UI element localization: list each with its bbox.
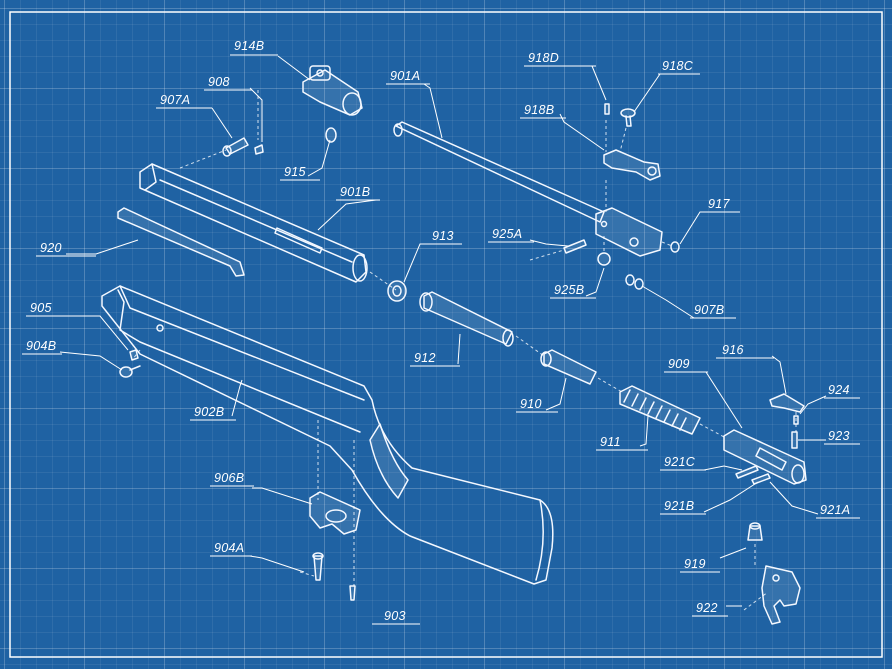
- label-914B: 914B: [234, 39, 264, 53]
- part-925A-pin: [563, 239, 587, 254]
- label-903: 903: [384, 609, 406, 623]
- label-921B: 921B: [664, 499, 694, 513]
- label-922: 922: [696, 601, 718, 615]
- frame-border: [9, 11, 883, 658]
- part-923-pin: [791, 431, 798, 449]
- label-916: 916: [722, 343, 744, 357]
- label-925A: 925A: [492, 227, 522, 241]
- part-911-mainspring: [619, 385, 701, 435]
- part-918D-spring: [604, 103, 610, 115]
- part-925B-nut: [597, 252, 611, 266]
- part-916-safety: [769, 393, 805, 413]
- part-903-screw: [349, 585, 356, 601]
- label-911: 911: [600, 435, 621, 449]
- part-908-pin: [254, 144, 264, 155]
- part-905-screw: [129, 349, 139, 361]
- label-909: 909: [668, 357, 690, 371]
- part-915-bushing: [325, 127, 337, 143]
- part-912-piston: [419, 291, 514, 347]
- label-917: 917: [708, 197, 731, 211]
- assembly-axes: [131, 90, 797, 611]
- part-907B-washers: [625, 274, 644, 290]
- label-905: 905: [30, 301, 52, 315]
- part-910-spring-guide: [540, 349, 597, 385]
- label-901A: 901A: [390, 69, 420, 83]
- label-915: 915: [284, 165, 306, 179]
- part-914B-rear-sight: [302, 65, 363, 116]
- label-904A: 904A: [214, 541, 244, 555]
- label-918B: 918B: [524, 103, 554, 117]
- part-904A-screw: [312, 552, 324, 581]
- label-910: 910: [520, 397, 542, 411]
- part-906B-trigger-guard: [309, 491, 361, 535]
- label-920: 920: [40, 241, 62, 255]
- label-907B: 907B: [694, 303, 724, 317]
- label-925B: 925B: [554, 283, 584, 297]
- part-907A-screw: [222, 137, 249, 157]
- label-912: 912: [414, 351, 436, 365]
- label-921C: 921C: [664, 455, 696, 469]
- part-901B-receiver-tube: [139, 163, 368, 283]
- leader-lines: [59, 55, 827, 607]
- label-918C: 918C: [662, 59, 694, 73]
- label-919: 919: [684, 557, 706, 571]
- part-labels: 914B 908 907A 915 901B 920 901A 918D 918…: [22, 39, 860, 625]
- label-921A: 921A: [820, 503, 850, 517]
- part-920-cocking-lever: [117, 207, 245, 277]
- part-901A-barrel: [393, 121, 663, 257]
- label-906B: 906B: [214, 471, 244, 485]
- label-901B: 901B: [340, 185, 370, 199]
- part-902B-stock: [101, 285, 554, 585]
- part-921-pins: [735, 465, 771, 485]
- label-908: 908: [208, 75, 230, 89]
- label-924: 924: [828, 383, 850, 397]
- part-919-screw: [747, 522, 763, 541]
- part-918B-latch: [603, 149, 661, 181]
- part-918C-knob: [620, 108, 636, 127]
- part-917-washer: [670, 241, 680, 253]
- label-923: 923: [828, 429, 850, 443]
- part-904B-screw: [119, 365, 141, 378]
- label-904B: 904B: [26, 339, 56, 353]
- part-913-seal: [387, 280, 407, 302]
- part-909-trigger-housing: [723, 429, 807, 485]
- label-907A: 907A: [160, 93, 190, 107]
- label-918D: 918D: [528, 51, 559, 65]
- label-902B: 902B: [194, 405, 224, 419]
- label-913: 913: [432, 229, 454, 243]
- part-922-trigger: [761, 565, 801, 625]
